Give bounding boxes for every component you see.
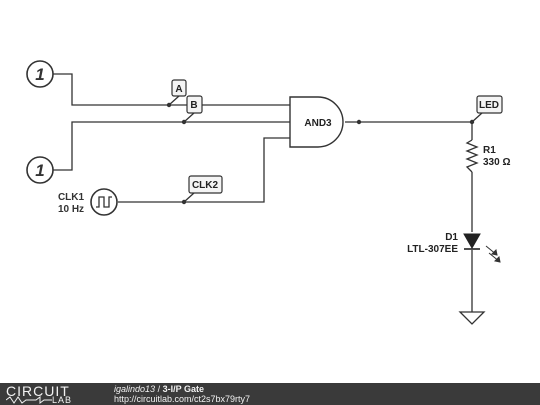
clock-source: CLK1 10 Hz xyxy=(58,188,118,216)
diode-name: D1 xyxy=(445,232,458,243)
square-wave-icon xyxy=(96,196,112,208)
light-emission-icon xyxy=(485,245,501,263)
circuitlab-logo[interactable]: CIRCUIT LAB xyxy=(4,383,94,405)
net-label-clk2-text: CLK2 xyxy=(192,180,219,191)
net-label-a-text: A xyxy=(175,84,182,95)
net-label-a: A xyxy=(171,79,187,97)
led-diode: D1 LTL-307EE xyxy=(407,232,501,263)
logic-source-2-value: 1 xyxy=(35,161,44,180)
and-gate-label: AND3 xyxy=(304,118,332,129)
net-label-clk2: CLK2 xyxy=(188,175,223,194)
circuit-schematic: 1 1 CLK1 10 Hz A B CLK2 LED AND3 R1 330 … xyxy=(26,60,510,325)
wire-b xyxy=(53,121,290,171)
junction-output xyxy=(356,119,362,125)
author-link[interactable]: igalindo13 xyxy=(114,384,156,394)
junction-clk2 xyxy=(181,199,187,205)
footer-bar: CIRCUIT LAB igalindo13 / 3-I/P Gate http… xyxy=(0,383,540,405)
net-label-a-tail xyxy=(168,95,180,106)
wire-output xyxy=(345,121,473,140)
wire-clk xyxy=(118,137,290,203)
breadcrumb: igalindo13 / 3-I/P Gate xyxy=(114,384,204,394)
net-label-b: B xyxy=(186,95,203,114)
junction-b xyxy=(181,119,187,125)
diode-part: LTL-307EE xyxy=(407,244,458,255)
logic-source-1: 1 xyxy=(26,60,54,88)
and-gate: AND3 xyxy=(289,96,344,148)
wire-a xyxy=(53,73,290,106)
logo-waveform-icon xyxy=(6,396,52,404)
breadcrumb-separator: / xyxy=(157,384,161,394)
junction-led xyxy=(469,119,475,125)
ground-icon xyxy=(458,311,486,325)
circuit-title[interactable]: 3-I/P Gate xyxy=(162,384,204,394)
junction-a xyxy=(166,102,172,108)
logic-source-1-value: 1 xyxy=(35,65,44,84)
logic-source-2: 1 xyxy=(26,156,54,184)
logo-top-text: CIRCUIT xyxy=(6,383,70,399)
net-label-led-text: LED xyxy=(479,100,499,111)
clock-name: CLK1 xyxy=(58,192,85,203)
net-label-b-text: B xyxy=(190,100,197,111)
net-label-b-tail xyxy=(183,112,195,123)
circuit-url[interactable]: http://circuitlab.com/ct2s7bx79rty7 xyxy=(114,394,251,404)
net-label-clk2-tail xyxy=(183,192,195,203)
resistor-name: R1 xyxy=(483,145,496,156)
net-label-led: LED xyxy=(476,95,503,114)
net-label-led-tail xyxy=(471,112,483,123)
resistor-value: 330 Ω xyxy=(483,157,510,168)
clock-frequency: 10 Hz xyxy=(58,204,84,215)
logo-bottom-text: LAB xyxy=(52,395,73,405)
resistor: R1 330 Ω xyxy=(465,139,510,173)
